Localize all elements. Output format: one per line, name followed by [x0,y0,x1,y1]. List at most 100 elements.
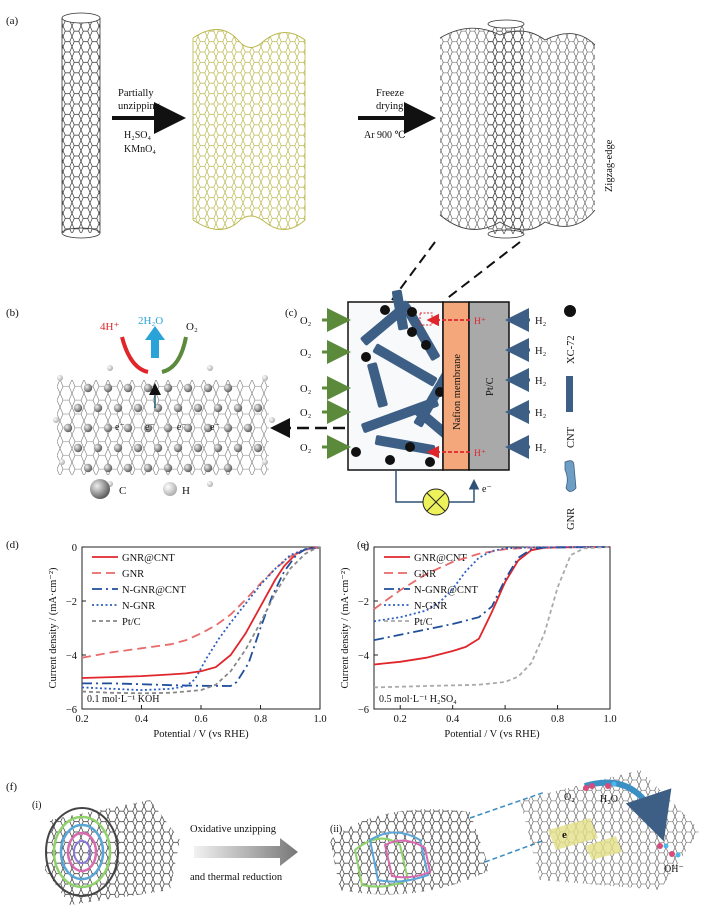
orr-arrow [584,779,672,842]
nafion-membrane-label: Nafion membrane [452,354,463,430]
carbon-atom [143,463,153,473]
carbon-atom [203,463,213,473]
step1-line1: Partially [118,88,154,99]
carbon-atom [223,423,233,433]
y-tick-label: −6 [358,705,369,716]
carbon-atom [143,383,153,393]
x-tick-label: 0.2 [75,714,88,725]
electron-labels: e⁻ e⁻ e⁻ e⁻ [115,422,220,433]
xc72-particle [421,340,431,350]
carbon-atom [153,403,163,413]
step2-line1: Freeze [376,88,404,99]
carbon-atom [163,423,173,433]
four-hplus-label: 4H⁺ [100,321,119,333]
carbon-atom [173,403,183,413]
panel-a: (a) Partially unzipping H₂SO₄ KMnO₄ Free… [6,12,615,301]
carbon-atom [173,443,183,453]
panel-c: (c) Nafion membrane Pt/C H⁺ H⁺ O₂O₂O₂O₂O… [285,289,577,530]
f-electron-label: e [562,829,567,841]
carbon-atom [223,383,233,393]
legend-label: GNR@CNT [122,553,175,564]
panel-label-a: (a) [6,15,19,27]
carbon-atom [223,463,233,473]
svg-text:e⁻: e⁻ [210,422,220,433]
x-tick-label: 0.8 [551,714,564,725]
series-line-pt-c [81,546,321,695]
oxygen-label: O₂ [300,443,312,454]
svg-text:e⁻: e⁻ [145,422,155,433]
y-tick-label: 0 [364,543,369,554]
oxygen-label: O₂ [300,316,312,327]
water-arrow [151,336,159,358]
carbon-atom [163,463,173,473]
panel-label-fi: (i) [32,800,41,811]
anode-layer [468,301,510,471]
molecule-icons [583,781,681,858]
carbon-atom [103,463,113,473]
electrolyte-annotation: 0.1 mol·L⁻¹ KOH [87,694,159,705]
hplus-label-top: H⁺ [474,317,486,327]
carbon-atom [193,443,203,453]
y-tick-label: 0 [72,543,77,554]
panel-label-e: (e) [357,539,370,551]
y-tick-label: −4 [66,651,78,662]
xc72-particle [405,442,415,452]
carbon-atom [83,423,93,433]
graphene-molecule [53,365,275,487]
xc72-particle [407,307,417,317]
gnr-legend-icon [564,460,577,492]
xc72-particle [407,327,417,337]
panel-f: (f) (i) (ii) Oxidative unzipping and the… [6,770,700,905]
carbon-atom [113,403,123,413]
legend-label: Pt/C [122,617,141,628]
anode-label: Pt/C [485,377,496,396]
carbon-atom [103,383,113,393]
cnt-legend-label: CNT [566,426,577,448]
x-axis-label: Potential / V (vs RHE) [153,729,249,740]
xc72-legend-label: XC-72 [566,335,577,364]
carbon-atom [123,383,133,393]
x-tick-label: 0.2 [394,714,407,725]
series-line-n-gnr [373,546,611,623]
carbon-atom [213,443,223,453]
carbon-atom [203,423,213,433]
series-line-n-gnr [81,546,321,692]
x-tick-label: 1.0 [313,714,326,725]
hydrogen-atom [262,459,268,465]
hydrogen-atom [262,375,268,381]
step2-condition: Ar 900 ℃ [364,130,406,141]
panel-label-c: (c) [285,307,298,319]
carbon-atom [93,403,103,413]
hydrogen-atom [59,459,65,465]
carbon-atom [123,423,133,433]
series-line-gnr [373,546,611,610]
carbon-atom [233,443,243,453]
oxygen-arrow [161,336,188,374]
transform-label-1: Oxidative unzipping [190,824,277,835]
electrolyte-annotation: 0.5 mol·L⁻¹ H₂SO₄ [379,694,457,705]
step1-line2: unzipping [118,101,161,112]
hydrogen-atom [207,481,213,487]
carbon-atom [203,383,213,393]
hydrogen-label: H₂ [535,346,547,357]
series-line-n-gnr-cnt [82,546,321,687]
water-product-label: 2H₂O [138,315,163,327]
gnr-cnt-structure [439,19,596,239]
carbon-atom [63,423,73,433]
xc72-particle [361,352,371,362]
carbon-atom [103,423,113,433]
y-axis-label: Current density / (mA·cm⁻²) [48,567,59,688]
legend-label: N-GNR@CNT [414,585,479,596]
carbon-atom [83,383,93,393]
x-tick-label: 0.4 [446,714,460,725]
series-line-gnr-cnt [81,546,321,679]
cnt-rod [372,343,438,387]
step1-reagent2: KMnO₄ [124,144,156,155]
oxygen-label: O₂ [300,348,312,359]
carbon-atom [233,403,243,413]
transform-arrow [194,838,298,866]
x-tick-label: 1.0 [603,714,616,725]
